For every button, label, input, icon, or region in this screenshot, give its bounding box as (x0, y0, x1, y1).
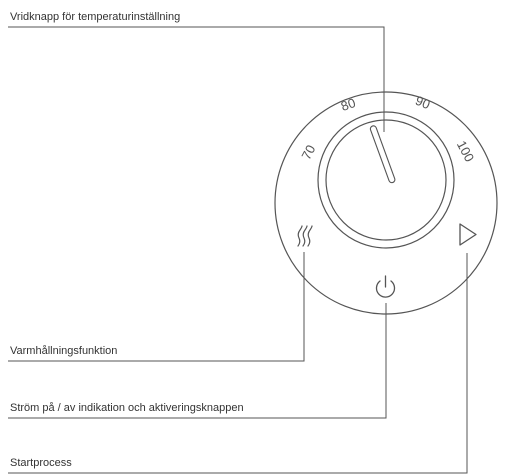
callout-temperature-knob: Vridknapp för temperaturinställning (10, 11, 181, 23)
scale-label-90: 90 (413, 93, 432, 112)
leader-line-start (8, 253, 468, 474)
leader-line-temperature-knob (8, 26, 385, 132)
knob-outer-ring (317, 111, 455, 249)
temperature-knob (317, 111, 455, 249)
play-triangle-icon (459, 223, 477, 246)
callout-keep-warm: Varmhållningsfunktion (10, 345, 118, 357)
scale-label-80: 80 (339, 95, 358, 114)
scale-label-70: 70 (298, 142, 318, 162)
knob-inner-ring (325, 119, 447, 241)
power-icon (375, 275, 396, 298)
heat-waves-icon (297, 225, 313, 247)
callout-power: Ström på / av indikation och aktiverings… (10, 402, 244, 414)
callout-start: Startprocess (10, 457, 72, 469)
leader-line-keep-warm (8, 252, 305, 362)
knob-pointer (369, 125, 396, 184)
scale-label-100: 100 (454, 138, 477, 164)
leader-line-power (8, 303, 387, 419)
